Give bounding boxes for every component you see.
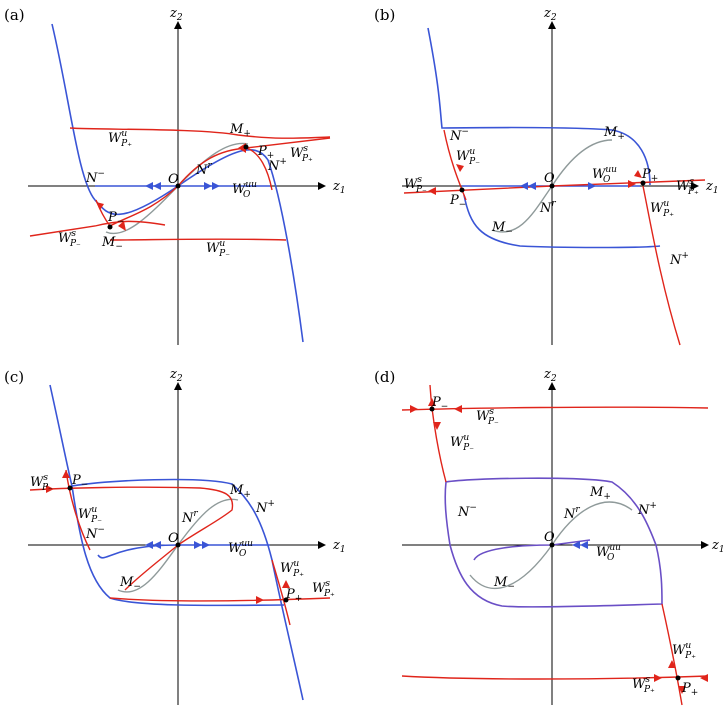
label-Nminus-d: N− <box>457 503 477 520</box>
z1-label-d: z1 <box>711 538 725 555</box>
z2-label-d: z2 <box>543 367 557 384</box>
red-left-b <box>443 129 467 201</box>
panel-a-label: (a) <box>4 6 25 24</box>
blue-top-b <box>427 27 651 186</box>
red-right-b <box>642 185 681 346</box>
label-Mminus-c: M− <box>119 575 141 592</box>
point-O-a <box>175 183 181 189</box>
red-Wu-Pminus-bottom-a <box>109 238 287 241</box>
panel-d-label: (d) <box>374 368 395 386</box>
blue-nullcline-c <box>49 384 304 701</box>
red-right-c <box>271 559 291 626</box>
z2-label-b: z2 <box>543 6 557 23</box>
blue-arrow-a1 <box>145 182 153 190</box>
z2-label-c: z2 <box>169 367 183 384</box>
label-O-b: O <box>544 171 555 186</box>
red-arrow-a2 <box>118 221 126 231</box>
panel-b-label: (b) <box>374 6 395 24</box>
label-Mminus-b: M− <box>491 220 513 237</box>
label-Pminus-a: P− <box>107 210 124 227</box>
blue-Wuu-c <box>97 544 270 559</box>
label-Nplus-c: N+ <box>255 499 275 516</box>
label-Nminus-c: N− <box>85 525 105 542</box>
label-Nplus-b: N+ <box>669 251 689 268</box>
blue-arrow-a4 <box>204 182 212 190</box>
label-Mplus-c: M+ <box>229 483 251 500</box>
label-O-d: O <box>544 530 555 545</box>
label-Nminus-a: N− <box>85 169 105 186</box>
label-Mplus-d: M+ <box>589 485 611 502</box>
red-Ws-Pminus-a <box>29 220 166 237</box>
blue-arrow-a2 <box>153 182 161 190</box>
label-O-c: O <box>168 531 179 546</box>
red-Wu-Pplus-top-a <box>69 127 331 139</box>
label-Nplus-a: N+ <box>267 157 287 174</box>
z1-label-b: z1 <box>705 179 719 196</box>
label-Nr-d: Nr <box>563 505 580 522</box>
label-Pminus-d: P− <box>431 395 448 412</box>
red-Ws-Pplus-a <box>245 137 331 149</box>
red-left-c <box>65 469 91 551</box>
point-Pminus-a <box>107 224 113 230</box>
label-Nminus-b: N− <box>449 127 469 144</box>
label-Pplus-c: P+ <box>285 587 302 604</box>
point-Pplus-a <box>243 144 249 150</box>
label-O-a: O <box>168 172 179 187</box>
label-Mminus-a: M− <box>101 235 123 252</box>
red-arrow-a3 <box>96 202 104 210</box>
red-connection-a <box>107 147 273 228</box>
panel-c-label: (c) <box>4 368 24 386</box>
label-Mminus-d: M− <box>493 575 515 592</box>
label-Mplus-a: M+ <box>229 122 251 139</box>
red-Wu-Pplus-d <box>661 603 683 706</box>
z2-label-a: z2 <box>169 6 183 23</box>
blue-arrow-a3 <box>212 182 220 190</box>
panel-a: (a) z1 z2 O N− N+ Nr M+ M− P <box>4 6 346 345</box>
label-Pplus-b: P+ <box>641 167 658 184</box>
label-Nr-b: Nr <box>539 199 556 216</box>
red-Ws-Pplus-d <box>401 675 709 680</box>
label-Nplus-d: N+ <box>637 501 657 518</box>
z1-label-a: z1 <box>332 179 346 196</box>
purple-Wuu-d <box>473 539 591 561</box>
z1-label-c: z1 <box>332 538 346 555</box>
label-Mplus-b: M+ <box>603 125 625 142</box>
red-Wu-Pminus-d <box>429 384 447 483</box>
label-Pminus-c: P− <box>71 473 88 490</box>
blue-bottom-b <box>463 194 661 249</box>
red-bottom-c <box>109 597 331 602</box>
label-Pminus-b: P− <box>449 193 466 210</box>
label-Nr-a: Nr <box>195 161 212 178</box>
red-Pminus-curve-c <box>29 486 234 591</box>
label-Pplus-a: P+ <box>257 144 274 161</box>
label-Nr-c: Nr <box>181 509 198 526</box>
label-Pplus-d: P+ <box>681 681 698 698</box>
